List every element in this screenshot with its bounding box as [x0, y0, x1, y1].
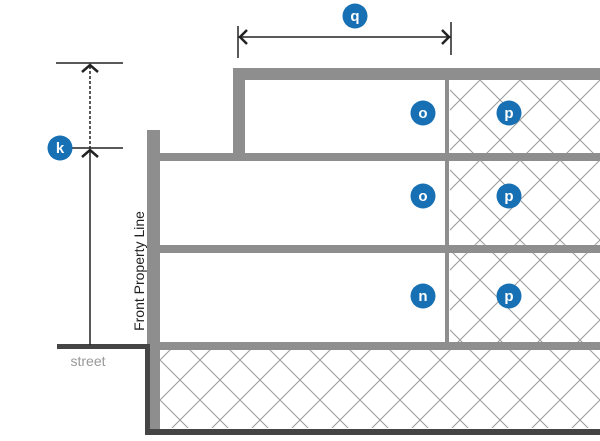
svg-text:p: p: [504, 105, 513, 122]
marker-p-middle: p: [496, 183, 522, 209]
svg-text:o: o: [418, 188, 427, 205]
street-line: [57, 344, 150, 349]
svg-text:k: k: [56, 140, 65, 157]
svg-text:p: p: [504, 288, 513, 305]
second-floor-slab: [160, 245, 600, 253]
svg-text:o: o: [418, 105, 427, 122]
ground-floor-slab: [160, 342, 600, 350]
rear-divider: [445, 80, 449, 345]
upper-setback-wall: [233, 68, 245, 160]
marker-o-upper: o: [410, 100, 436, 126]
basement-floor: [145, 429, 600, 435]
marker-p-upper: p: [496, 100, 522, 126]
marker-q: q: [342, 3, 368, 29]
marker-p-lower: p: [496, 283, 522, 309]
svg-text:q: q: [350, 8, 359, 25]
roof-slab: [233, 68, 600, 80]
dimension-q: [237, 22, 452, 58]
marker-k: k: [47, 135, 73, 161]
marker-n: n: [410, 283, 436, 309]
svg-text:n: n: [418, 288, 427, 305]
svg-text:p: p: [504, 188, 513, 205]
marker-o-middle: o: [410, 183, 436, 209]
basement-front-edge: [145, 344, 150, 435]
hatched-basement: [160, 350, 600, 428]
front-property-line-label: Front Property Line: [131, 211, 147, 331]
street-label: street: [70, 353, 105, 369]
front-wall: [147, 130, 160, 432]
third-floor-slab: [147, 153, 600, 161]
dimension-k: [56, 62, 123, 345]
hatched-rear-zone: [450, 80, 600, 345]
